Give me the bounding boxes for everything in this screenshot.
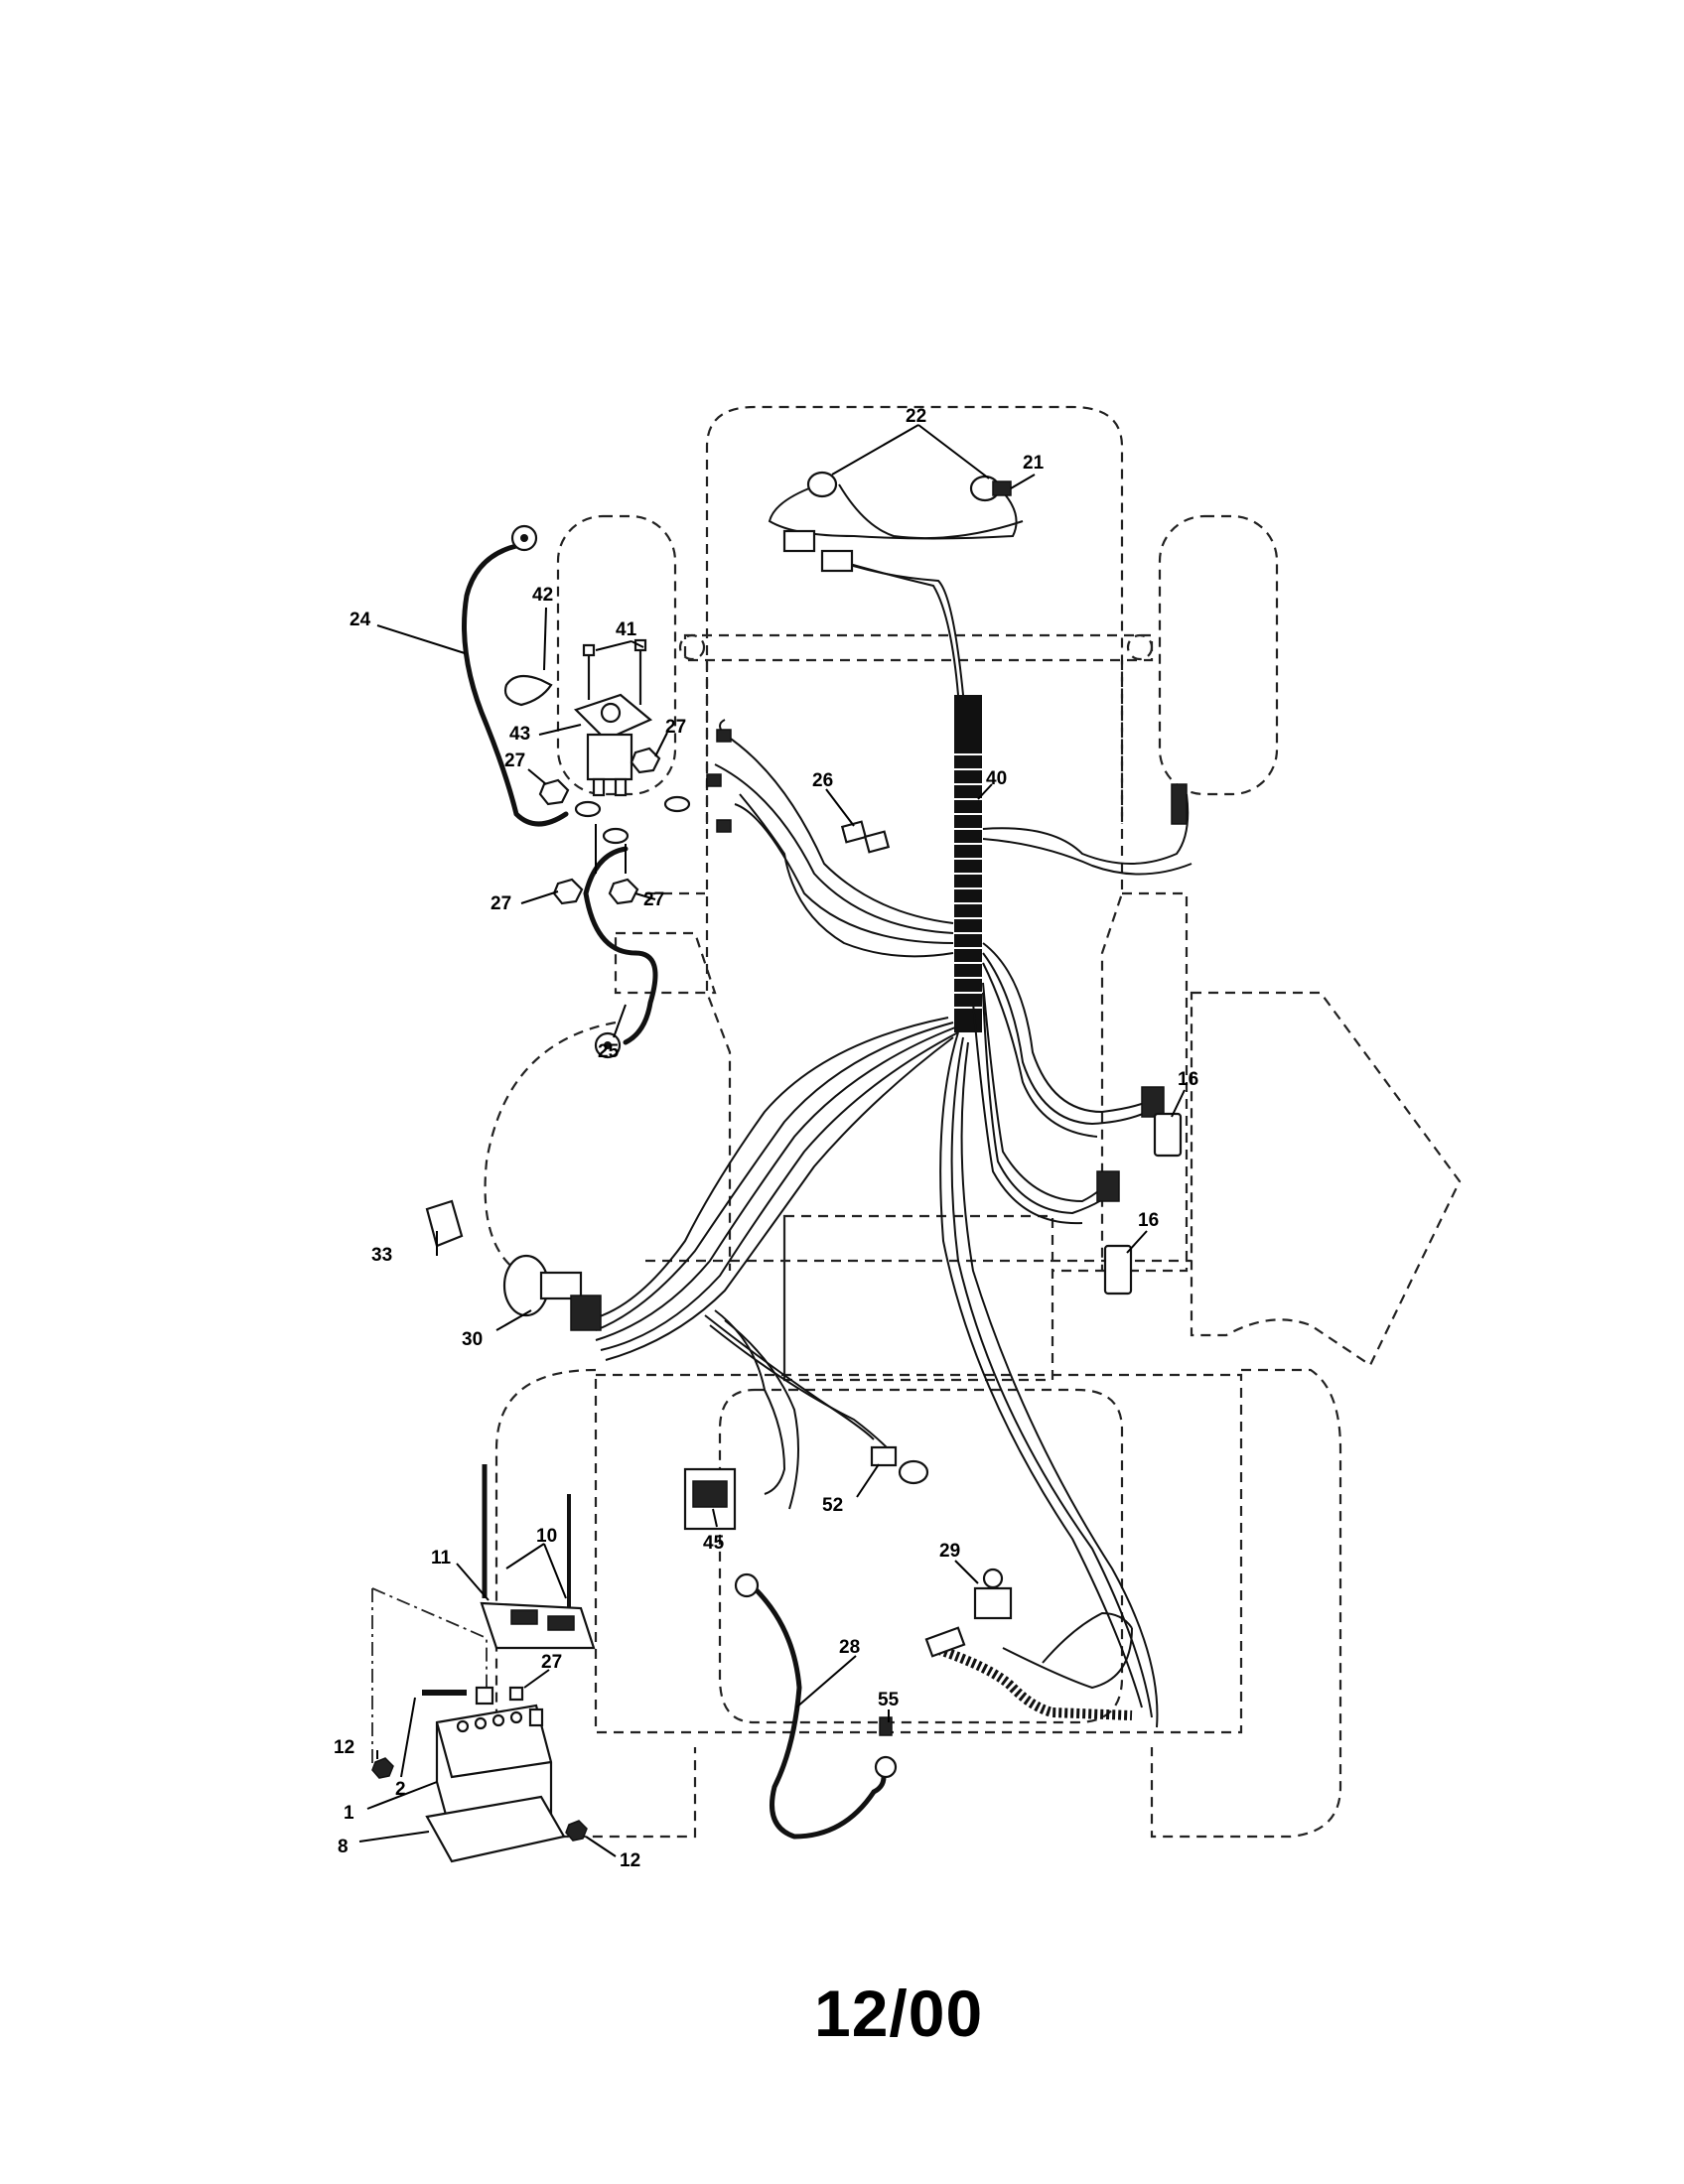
rear-wheel-right	[1150, 1368, 1342, 1839]
callout-16-upper: 16	[1178, 1069, 1198, 1090]
front-wheel-left	[556, 514, 677, 796]
callout-21: 21	[1023, 453, 1045, 474]
callout-40: 40	[986, 768, 1007, 789]
nut-27-c	[552, 878, 584, 905]
coil-wire	[931, 1643, 1133, 1720]
callout-2: 2	[395, 1779, 406, 1800]
rear-deck	[594, 1373, 1243, 1734]
wiring-harness	[585, 483, 1193, 1728]
callout-42: 42	[532, 585, 553, 606]
callout-22: 22	[906, 406, 926, 427]
callout-10: 10	[536, 1526, 557, 1547]
tractor-outline	[371, 405, 1462, 1839]
hood-outline	[705, 405, 1124, 824]
lamp-socket-52	[870, 1445, 898, 1467]
headlight-assembly	[806, 471, 1012, 502]
nut-12-a	[371, 1757, 394, 1779]
callout-12-right: 12	[620, 1850, 640, 1871]
cable-boot-42	[503, 674, 553, 707]
callout-29: 29	[939, 1541, 960, 1562]
switch-29	[973, 1586, 1013, 1620]
callout-26: 26	[812, 770, 833, 791]
callout-24: 24	[350, 610, 371, 630]
callout-27-lower-left: 27	[491, 893, 511, 914]
date-code: 12/00	[814, 1977, 984, 2050]
front-axle-outline	[683, 633, 1154, 662]
callout-33: 33	[371, 1245, 392, 1266]
battery-tray-8	[425, 1795, 566, 1863]
callout-11: 11	[431, 1548, 452, 1569]
frame-left-rail	[705, 660, 732, 1271]
callout-27-upper-right: 27	[665, 717, 686, 738]
nut-27-a	[538, 778, 570, 806]
callout-55: 55	[878, 1690, 900, 1710]
callout-27-battery: 27	[541, 1652, 562, 1673]
switch-16-lower	[1103, 1244, 1133, 1296]
callout-1: 1	[344, 1803, 354, 1824]
solenoid-assembly	[462, 524, 691, 1059]
front-pivot-right	[1126, 633, 1154, 661]
front-right-connector	[1171, 783, 1188, 825]
relay-33	[425, 1199, 464, 1248]
cable-28	[752, 1585, 887, 1840]
callout-45: 45	[703, 1533, 725, 1554]
callout-12-left: 12	[334, 1737, 354, 1758]
callout-30: 30	[462, 1329, 483, 1350]
right-fender	[1190, 991, 1462, 1367]
headlight-wire	[768, 485, 1018, 540]
components	[371, 820, 1183, 1863]
callout-25: 25	[598, 1041, 620, 1062]
screw-55	[879, 1716, 893, 1736]
callout-41: 41	[616, 619, 637, 640]
connector-26-b	[863, 830, 891, 854]
battery-phantom-line	[371, 1587, 488, 1767]
left-fender-arc	[484, 1021, 617, 1283]
seat-pan	[718, 1388, 1124, 1724]
nut-27-b	[630, 747, 661, 774]
callout-16-lower: 16	[1138, 1210, 1159, 1231]
frame-mid	[645, 891, 1189, 1273]
cable-24	[462, 543, 569, 827]
callout-43: 43	[509, 724, 530, 745]
nut-27-d	[608, 878, 639, 905]
nut-12-b	[565, 1820, 588, 1842]
callout-27-upper-left: 27	[504, 751, 525, 771]
callout-labels: 22 21 24 42 41 43 27 27 26 40 27 27 25 1…	[334, 406, 1198, 1871]
leader-lines	[358, 424, 1186, 1857]
hold-down-bracket-11	[480, 1601, 596, 1650]
terminal-27	[475, 1686, 494, 1706]
cable-25	[583, 846, 658, 1045]
front-wheel-right	[1158, 514, 1279, 796]
callout-27-lower-right: 27	[643, 889, 664, 910]
center-console	[782, 1214, 1054, 1382]
callout-52: 52	[822, 1495, 843, 1516]
callout-28: 28	[839, 1637, 860, 1658]
front-pivot-left	[678, 633, 706, 661]
bracket-outline	[614, 931, 717, 995]
headlight-bulb-left	[806, 471, 838, 498]
callout-8: 8	[338, 1837, 349, 1857]
switch-16-upper	[1153, 1112, 1183, 1158]
